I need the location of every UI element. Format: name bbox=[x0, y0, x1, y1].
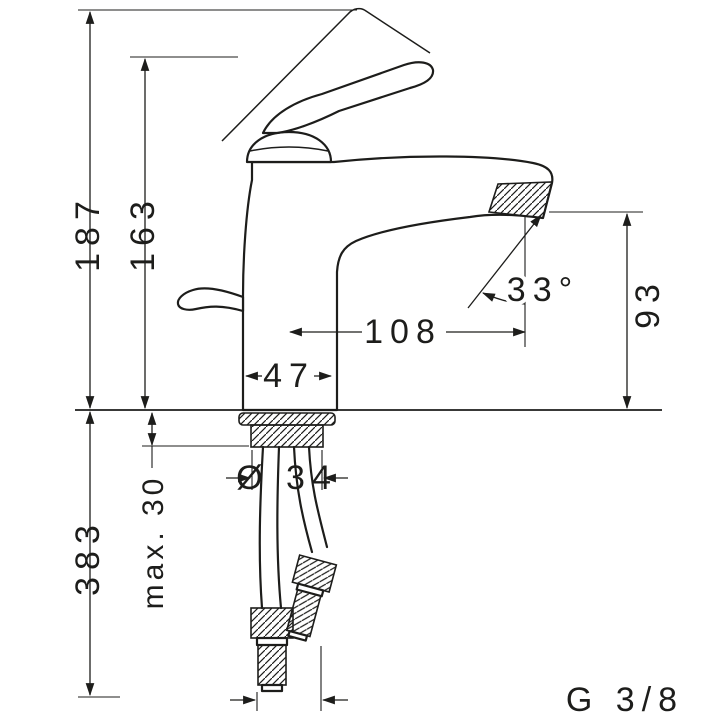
connector-tip bbox=[260, 683, 284, 693]
mounting-hardware bbox=[238, 412, 336, 448]
label-outlet-height: 93 bbox=[629, 277, 667, 329]
label-deck-thickness: max. 30 bbox=[137, 475, 170, 610]
connector-collar bbox=[255, 636, 289, 647]
dimension-labels: 187 163 383 max. 30 93 108 47 33° Ø 34 G… bbox=[69, 194, 684, 719]
label-connection-thread: G 3/8 bbox=[566, 681, 684, 719]
aerator-hatch bbox=[487, 181, 554, 219]
connector-nut bbox=[250, 607, 294, 639]
popup-rod-lever bbox=[176, 287, 245, 313]
label-base-width: 47 bbox=[263, 357, 315, 395]
handle-cap-seam bbox=[249, 146, 329, 152]
hose-right-edge1 bbox=[292, 445, 314, 554]
label-spout-reach: 108 bbox=[364, 313, 442, 351]
label-spout-angle: 33° bbox=[507, 271, 579, 309]
connector-thread bbox=[257, 644, 287, 686]
supply-hoses bbox=[250, 445, 338, 693]
label-total-height: 187 bbox=[69, 194, 107, 272]
angle-leader bbox=[467, 214, 542, 309]
label-hole-diameter: Ø 34 bbox=[236, 459, 338, 497]
hose-right-edge2 bbox=[307, 445, 329, 549]
connector-thread bbox=[285, 588, 322, 638]
faucet-elevation bbox=[176, 7, 554, 693]
hose-left-edge1 bbox=[258, 445, 265, 610]
handle-raised-outline bbox=[221, 7, 431, 142]
hose-connector-right bbox=[285, 554, 338, 642]
label-hose-length: 383 bbox=[69, 518, 107, 596]
hose-connector-left bbox=[250, 607, 294, 693]
dimension-lines bbox=[85, 10, 632, 705]
connector-tip bbox=[287, 629, 309, 642]
base-gasket bbox=[238, 412, 336, 426]
faucet-body-outline bbox=[241, 155, 554, 412]
handle-lever bbox=[261, 61, 435, 135]
angle-arc bbox=[482, 292, 526, 305]
mounting-nut bbox=[250, 424, 324, 448]
label-body-height: 163 bbox=[124, 194, 162, 272]
hose-left-edge2 bbox=[276, 445, 283, 610]
reference-lines bbox=[75, 9, 662, 711]
